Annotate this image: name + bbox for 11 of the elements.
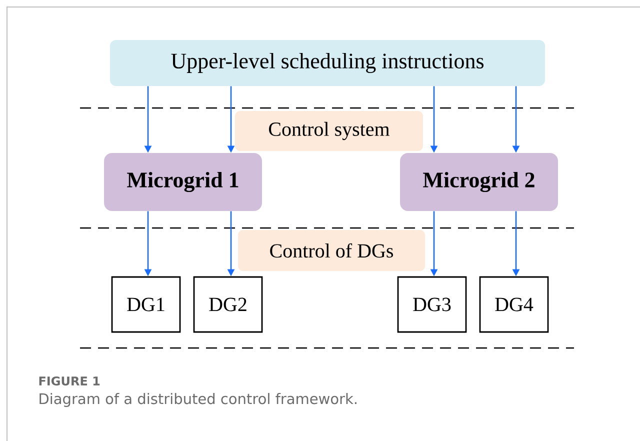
- figure-number: FIGURE 1: [39, 376, 100, 386]
- dg-box: DG2: [193, 276, 263, 333]
- microgrid-box: Microgrid 2: [400, 153, 558, 211]
- dg-box: DG3: [397, 276, 467, 333]
- dg-box: DG4: [479, 276, 549, 333]
- layer-label-box: Control of DGs: [238, 230, 425, 271]
- instruction-box: Upper-level scheduling instructions: [110, 40, 545, 86]
- dg-box: DG1: [111, 276, 181, 333]
- figure-caption: Diagram of a distributed control framework.: [40, 392, 356, 407]
- microgrid-box: Microgrid 1: [104, 153, 262, 211]
- layer-label-box: Control system: [235, 111, 423, 151]
